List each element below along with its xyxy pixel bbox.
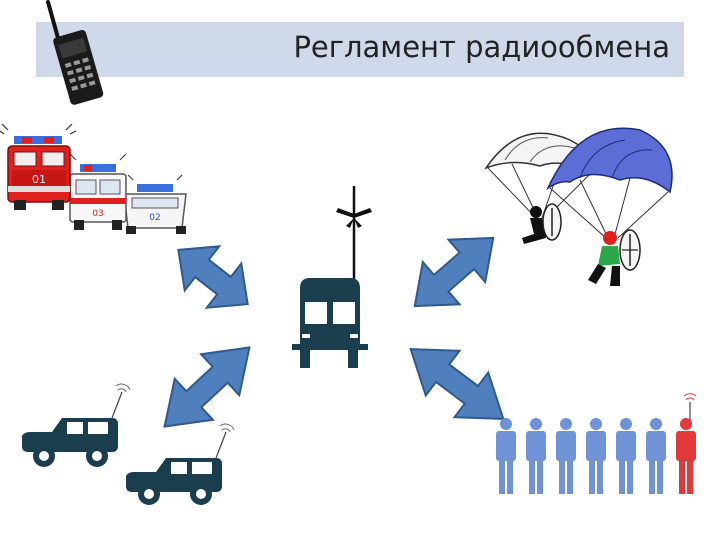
person-leader — [676, 418, 696, 494]
emergency-vehicles-icon: 02 03 — [0, 124, 186, 234]
ambulance-number: 03 — [92, 209, 103, 219]
jeep-1 — [22, 384, 130, 467]
person-3 — [556, 418, 576, 494]
paratroopers-icon — [486, 128, 672, 286]
police-car-number: 02 — [149, 213, 160, 223]
ambulance: 03 — [70, 154, 126, 230]
arrow-to-paratroopers — [396, 217, 511, 327]
arrow-to-jeeps — [145, 327, 268, 447]
jeep-2 — [126, 424, 234, 505]
people-group-icon — [496, 394, 696, 494]
person-6 — [646, 418, 666, 494]
person-2 — [526, 418, 546, 494]
fire-truck: 01 — [0, 124, 76, 210]
command-bus-icon — [292, 186, 372, 368]
person-4 — [586, 418, 606, 494]
arrow-to-emergency — [161, 228, 265, 326]
person-5 — [616, 418, 636, 494]
radio-icon — [48, 2, 104, 106]
person-1 — [496, 418, 516, 494]
police-car: 02 — [124, 175, 186, 234]
fire-truck-number: 01 — [32, 173, 46, 186]
